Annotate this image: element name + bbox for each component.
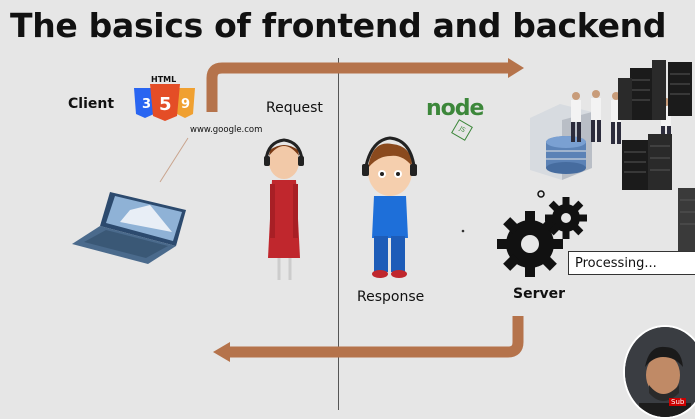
gears-icon bbox=[497, 197, 587, 277]
slide-title: The basics of frontend and backend bbox=[10, 6, 667, 45]
laptop-illustration bbox=[72, 192, 186, 264]
diagram-graphics: 3 9 5 bbox=[72, 58, 695, 362]
response-character bbox=[362, 136, 417, 278]
request-character bbox=[264, 138, 304, 280]
nodejs-logo: node bbox=[426, 96, 484, 121]
center-divider bbox=[338, 58, 339, 410]
html-logo-text: HTML bbox=[151, 75, 177, 84]
server-label: Server bbox=[513, 286, 566, 302]
svg-text:3: 3 bbox=[142, 97, 151, 112]
request-arrow bbox=[206, 62, 508, 112]
server-racks-illustration bbox=[618, 60, 695, 252]
response-label: Response bbox=[357, 289, 425, 305]
processing-box: Processing... bbox=[568, 251, 695, 275]
url-connector-line bbox=[159, 137, 189, 183]
response-arrow-head bbox=[213, 342, 230, 362]
svg-text:5: 5 bbox=[159, 94, 172, 115]
request-arrow-head bbox=[508, 58, 524, 78]
svg-text:9: 9 bbox=[181, 97, 190, 112]
server-database-illustration bbox=[530, 104, 592, 180]
client-label: Client bbox=[68, 96, 115, 112]
url-label: www.google.com bbox=[190, 125, 263, 135]
response-arrow bbox=[230, 316, 524, 358]
subscribe-badge[interactable]: Sub bbox=[669, 398, 687, 406]
request-label: Request bbox=[266, 100, 323, 116]
html-css-js-logos: 3 9 5 bbox=[134, 84, 195, 121]
